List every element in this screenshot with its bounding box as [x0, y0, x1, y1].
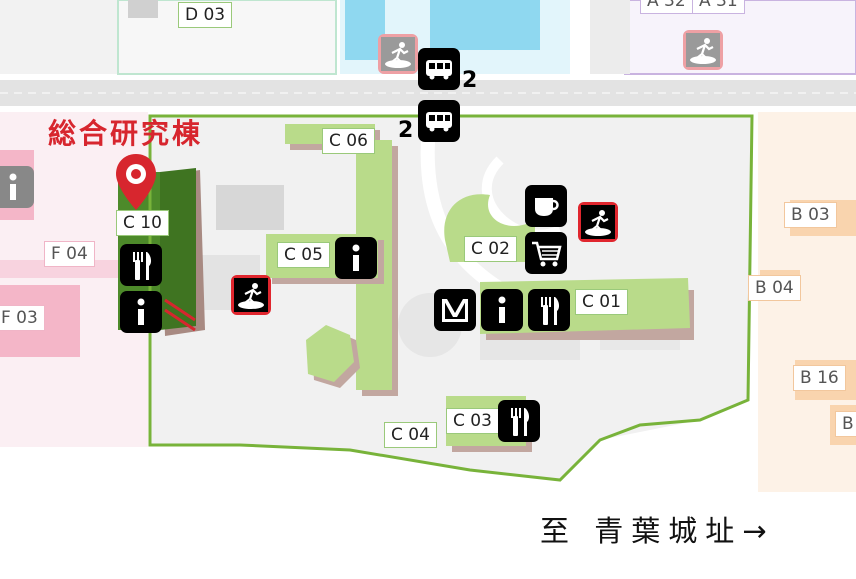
label-c10[interactable]: C 10 — [116, 210, 169, 236]
label-c06[interactable]: C 06 — [322, 128, 375, 154]
gray-building — [216, 185, 284, 230]
road-curve — [590, 0, 630, 74]
info-icon[interactable] — [120, 291, 162, 333]
label-b-partial: B — [835, 411, 856, 437]
emergency-exit-icon[interactable] — [378, 34, 418, 74]
building-c10-side — [160, 168, 196, 330]
c10-stripe — [164, 298, 196, 322]
locker-icon[interactable] — [434, 289, 476, 331]
fork-knife-icon[interactable] — [120, 244, 162, 286]
label-b03: B 03 — [784, 202, 837, 228]
coffee-cup-icon[interactable] — [525, 185, 567, 227]
info-icon[interactable] — [0, 166, 34, 208]
bus-route-count: 2 — [462, 68, 478, 93]
label-c03[interactable]: C 03 — [446, 408, 499, 434]
info-icon[interactable] — [335, 237, 377, 279]
emergency-exit-icon[interactable] — [231, 275, 271, 315]
emergency-exit-icon[interactable] — [578, 202, 618, 242]
location-pin-icon — [116, 154, 156, 210]
bus-icon[interactable] — [418, 48, 460, 90]
info-icon[interactable] — [481, 289, 523, 331]
label-c01[interactable]: C 01 — [575, 289, 628, 315]
gray-building — [128, 0, 158, 18]
target-building-title: 総合研究棟 — [48, 117, 204, 150]
zone-top-left — [0, 0, 118, 74]
label-d03: D 03 — [178, 2, 233, 28]
label-c02[interactable]: C 02 — [464, 236, 517, 262]
shopping-cart-icon[interactable] — [525, 232, 567, 274]
label-c04[interactable]: C 04 — [384, 422, 437, 448]
label-b16: B 16 — [793, 365, 846, 391]
building-round — [306, 325, 354, 382]
label-a32: A 32 — [640, 0, 693, 14]
fork-knife-icon[interactable] — [498, 400, 540, 442]
direction-to-aobajo: 至 青葉城址→ — [540, 514, 775, 548]
campus-boundary — [148, 114, 754, 482]
c10-stripe — [164, 308, 196, 332]
label-a31: A 31 — [692, 0, 745, 14]
emergency-exit-icon[interactable] — [683, 30, 723, 70]
bus-route-count: 2 — [398, 118, 414, 143]
label-f04: F 04 — [44, 241, 95, 267]
label-b04: B 04 — [748, 275, 801, 301]
blue-building — [430, 0, 540, 50]
bus-icon[interactable] — [418, 100, 460, 142]
label-f03: F 03 — [0, 305, 45, 331]
label-c05[interactable]: C 05 — [277, 242, 330, 268]
fork-knife-icon[interactable] — [528, 289, 570, 331]
